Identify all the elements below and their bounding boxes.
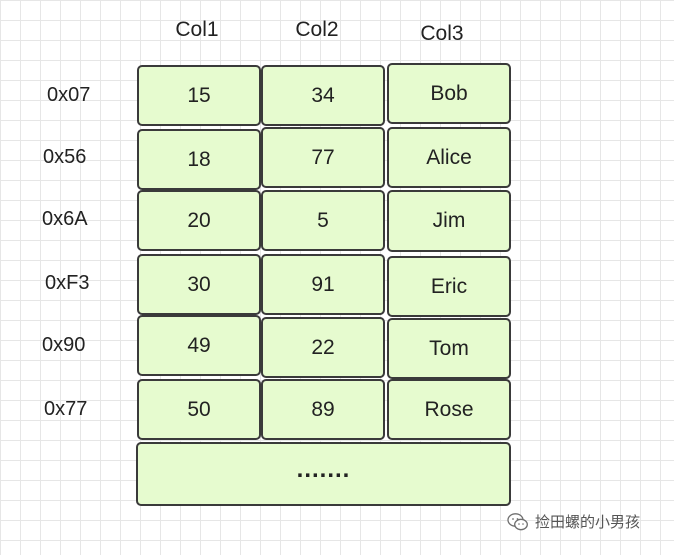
table-cell: 34 — [261, 65, 385, 126]
row-label: 0x77 — [44, 398, 88, 420]
row-label: 0x07 — [47, 84, 91, 106]
table-cell: Tom — [387, 318, 511, 379]
more-rows-cell: ....... — [136, 442, 511, 506]
wechat-icon — [507, 512, 528, 530]
table-cell: 20 — [137, 190, 261, 251]
table-cell: 5 — [261, 190, 385, 251]
column-header-col2: Col2 — [295, 18, 339, 41]
table-cell: 77 — [261, 127, 385, 188]
column-header-col3: Col3 — [420, 22, 464, 45]
row-label: 0x56 — [43, 146, 87, 168]
table-cell: 30 — [137, 254, 261, 315]
table-cell: Eric — [387, 256, 511, 317]
table-cell: 89 — [261, 379, 385, 440]
row-label: 0x6A — [42, 208, 88, 230]
table-cell: 91 — [261, 254, 385, 315]
row-label: 0xF3 — [45, 272, 90, 294]
watermark-text: 捡田螺的小男孩 — [535, 514, 641, 531]
table-cell: 49 — [137, 315, 261, 376]
table-cell: 18 — [137, 129, 261, 190]
row-label: 0x90 — [42, 334, 86, 356]
table-cell: Bob — [387, 63, 511, 124]
table-cell: Rose — [387, 379, 511, 440]
watermark: 捡田螺的小男孩 — [507, 511, 640, 532]
table-cell: 50 — [137, 379, 261, 440]
table-cell: Jim — [387, 190, 511, 252]
table-cell: Alice — [387, 127, 511, 188]
table-cell: 22 — [261, 317, 385, 378]
table-cell: 15 — [137, 65, 261, 126]
column-header-col1: Col1 — [175, 18, 219, 41]
